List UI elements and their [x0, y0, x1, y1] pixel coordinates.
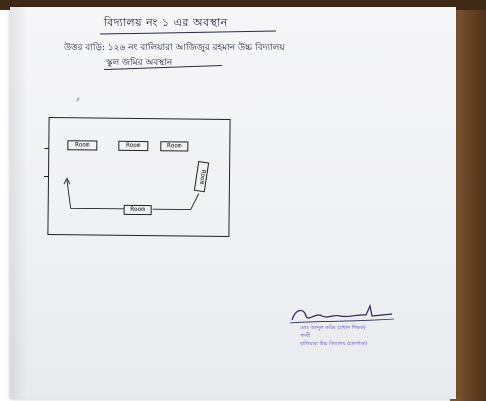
path-line-right: [152, 193, 200, 210]
handwritten-title: বিদ্যালয় নং ১ এর অবস্থান: [104, 16, 228, 29]
official-stamp: মোঃ আব্দুল করিম (প্রধান শিক্ষক) পদবী বাল…: [300, 324, 368, 348]
paper-fold-shadow: [10, 7, 28, 399]
paper-sheet: [10, 7, 456, 399]
wooden-table-background: [450, 0, 486, 401]
arrow-head-icon: [63, 177, 71, 185]
handwritten-line-2: স্কুল জমির অবস্থান: [106, 58, 173, 68]
table-edge-top: [0, 0, 486, 10]
path-line-left: [66, 180, 124, 210]
path-arrows: [63, 177, 200, 210]
stamp-line-3: বালিয়ারা উচ্চ বিদ্যালয় (চন্দ্রপাড়া): [300, 341, 368, 347]
handwritten-signature: [289, 304, 395, 324]
stamp-line-1: মোঃ আব্দুল করিম (প্রধান শিক্ষক): [300, 325, 366, 331]
school-layout-diagram: Room Room Room Room Room: [43, 117, 231, 237]
stamp-line-2: পদবী: [300, 333, 311, 339]
handwritten-line-1: উত্তর বাড়ি: ১২৬ নং বালিয়ারা আজিজুর রহম…: [64, 43, 285, 53]
